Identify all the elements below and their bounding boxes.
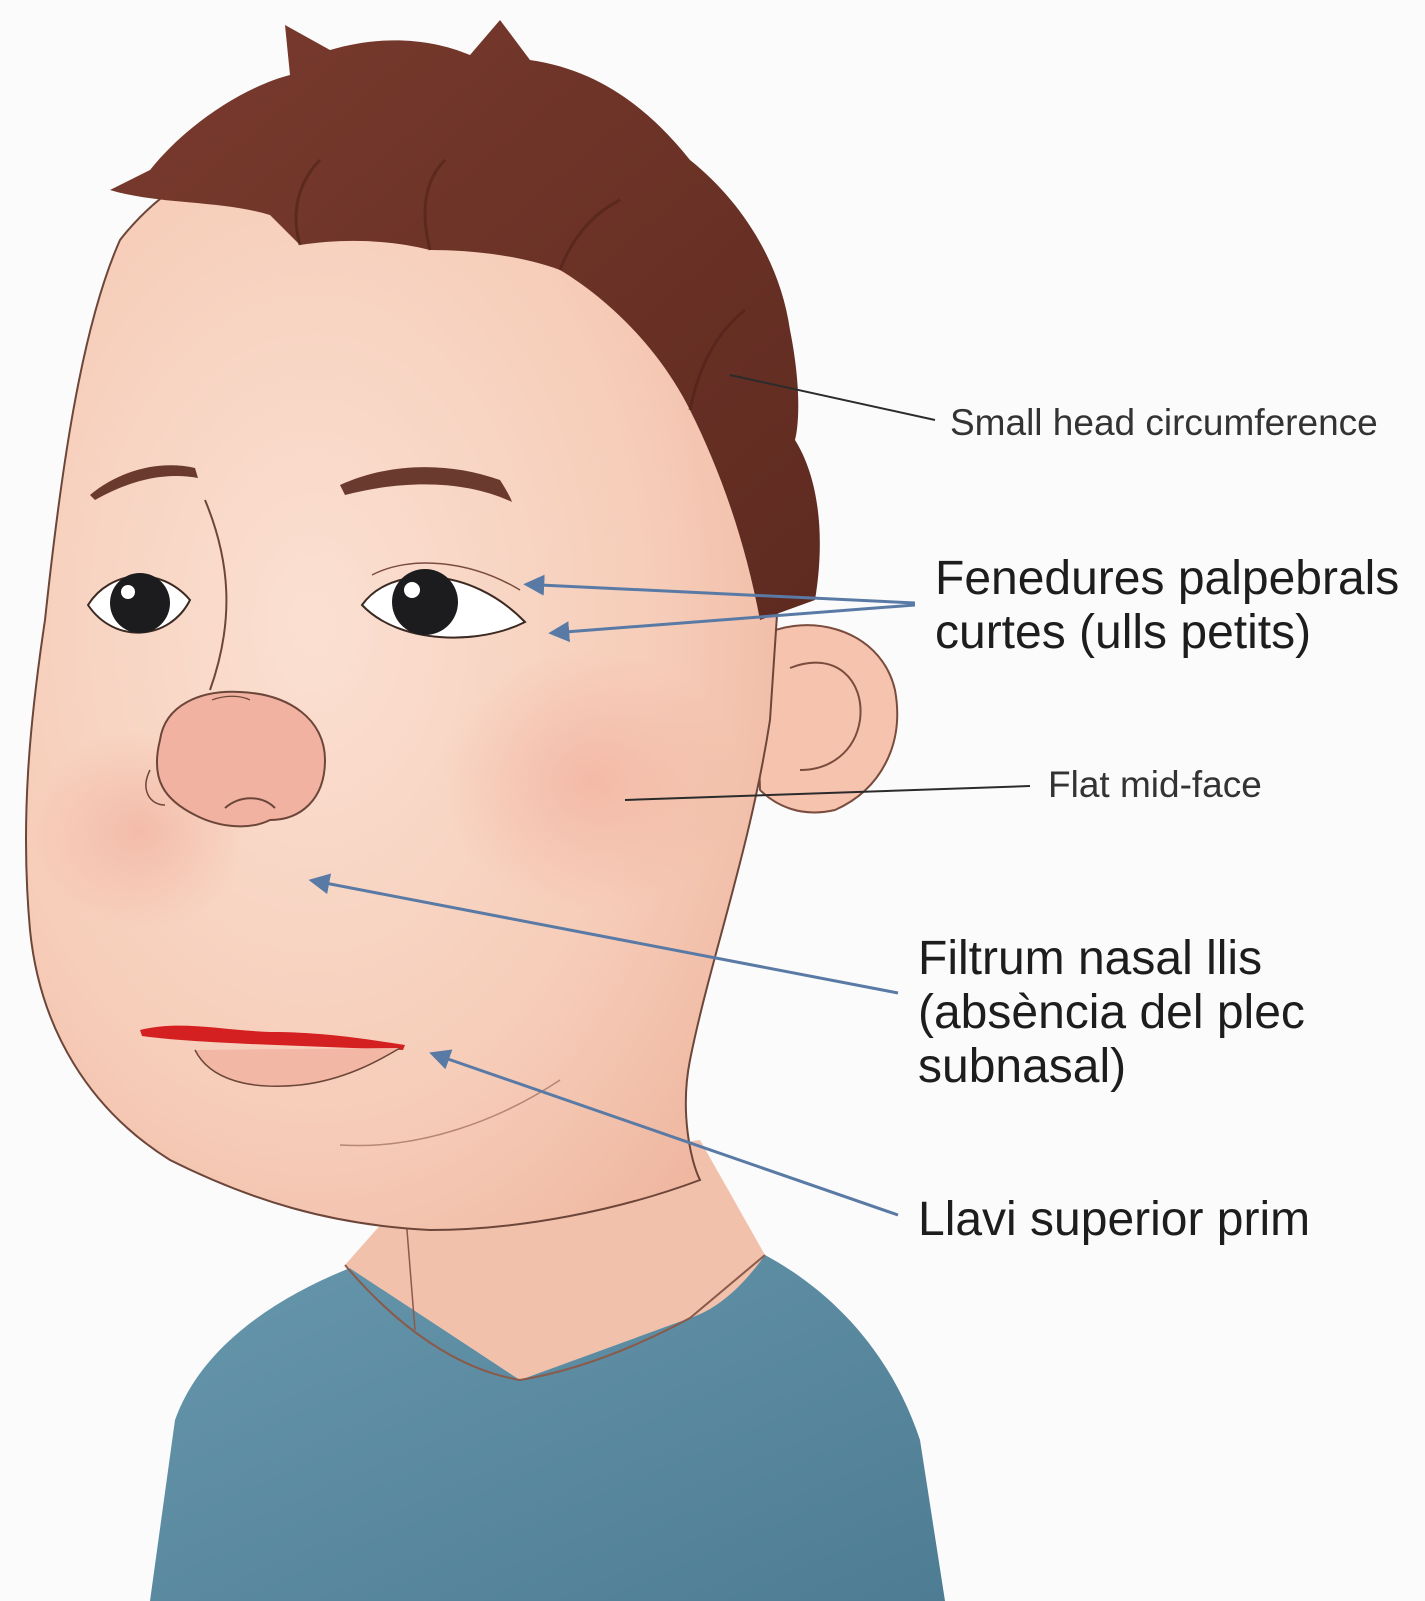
- label-thin-upper-lip: Llavi superior prim: [918, 1193, 1310, 1247]
- nose-icon: [157, 692, 325, 827]
- label-eyes-line-1: Fenedures palpebrals: [935, 552, 1399, 606]
- label-short-palpebral-fissures: Fenedures palpebrals curtes (ulls petits…: [935, 552, 1399, 660]
- label-smooth-philtrum: Filtrum nasal llis (absència del plec su…: [918, 932, 1305, 1095]
- label-eyes-line-2: curtes (ulls petits): [935, 606, 1399, 660]
- label-flat-mid-face: Flat mid-face: [1048, 764, 1262, 806]
- label-philtrum-line-2: (absència del plec: [918, 986, 1305, 1040]
- label-philtrum-line-3: subnasal): [918, 1040, 1305, 1094]
- label-small-head-circumference: Small head circumference: [950, 402, 1378, 444]
- ear-icon: [755, 625, 897, 812]
- label-philtrum-line-1: Filtrum nasal llis: [918, 932, 1305, 986]
